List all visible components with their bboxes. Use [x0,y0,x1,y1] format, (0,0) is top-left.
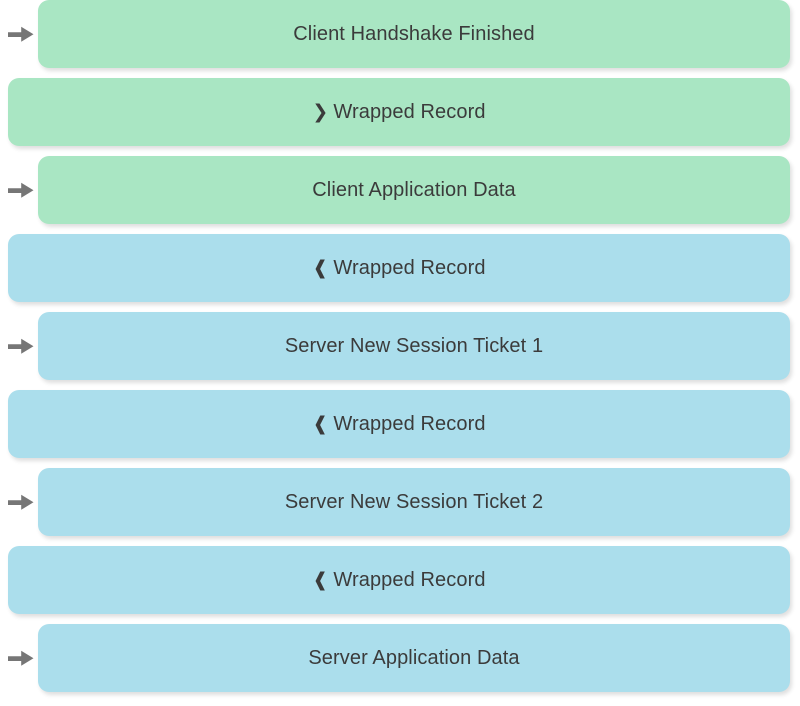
flow-step-content: Server Application Data [308,648,519,668]
flow-row: ❰Wrapped Record [0,390,800,458]
flow-step-bar[interactable]: Server Application Data [38,624,790,692]
flow-step-bar[interactable]: ❯Wrapped Record [8,78,790,146]
flow-step-bar[interactable]: Client Handshake Finished [38,0,790,68]
arrow-right-icon [6,468,36,536]
arrow-right-icon [6,312,36,380]
flow-step-label: Wrapped Record [333,257,486,279]
flow-step-label: Client Handshake Finished [293,23,535,45]
flow-step-bar[interactable]: ❰Wrapped Record [8,546,790,614]
arrow-right-icon [6,156,36,224]
flow-step-bar[interactable]: Server New Session Ticket 1 [38,312,790,380]
flow-row: Client Handshake Finished [0,0,800,68]
chevron-right-icon: ❯ [312,101,329,123]
flow-row: ❰Wrapped Record [0,234,800,302]
flow-step-bar[interactable]: ❰Wrapped Record [8,234,790,302]
flow-step-label: Wrapped Record [333,569,486,591]
flow-step-content: Client Handshake Finished [293,24,535,44]
flow-step-label: Wrapped Record [333,101,486,123]
flow-step-content: ❰Wrapped Record [312,258,485,278]
flow-row: ❯Wrapped Record [0,78,800,146]
chevron-left-icon: ❰ [312,413,329,435]
flow-step-content: ❰Wrapped Record [312,570,485,590]
flow-row: Server New Session Ticket 1 [0,312,800,380]
flow-step-label: Wrapped Record [333,413,486,435]
flow-step-content: ❰Wrapped Record [312,414,485,434]
arrow-right-icon [6,0,36,68]
arrow-right-icon [6,624,36,692]
flow-row: Server Application Data [0,624,800,692]
chevron-left-icon: ❰ [312,257,329,279]
flow-step-content: Server New Session Ticket 1 [285,336,543,356]
flow-step-label: Server New Session Ticket 1 [284,335,544,357]
flow-step-content: Client Application Data [312,180,516,200]
flow-step-content: ❯Wrapped Record [312,102,485,122]
flow-row: ❰Wrapped Record [0,546,800,614]
flow-step-bar[interactable]: Server New Session Ticket 2 [38,468,790,536]
flow-row: Server New Session Ticket 2 [0,468,800,536]
flow-step-label: Server Application Data [308,647,520,669]
flow-step-label: Client Application Data [312,179,516,201]
flow-step-label: Server New Session Ticket 2 [284,491,544,513]
flow-step-content: Server New Session Ticket 2 [285,492,543,512]
chevron-left-icon: ❰ [312,569,329,591]
flow-step-bar[interactable]: Client Application Data [38,156,790,224]
flow-step-bar[interactable]: ❰Wrapped Record [8,390,790,458]
flow-row: Client Application Data [0,156,800,224]
